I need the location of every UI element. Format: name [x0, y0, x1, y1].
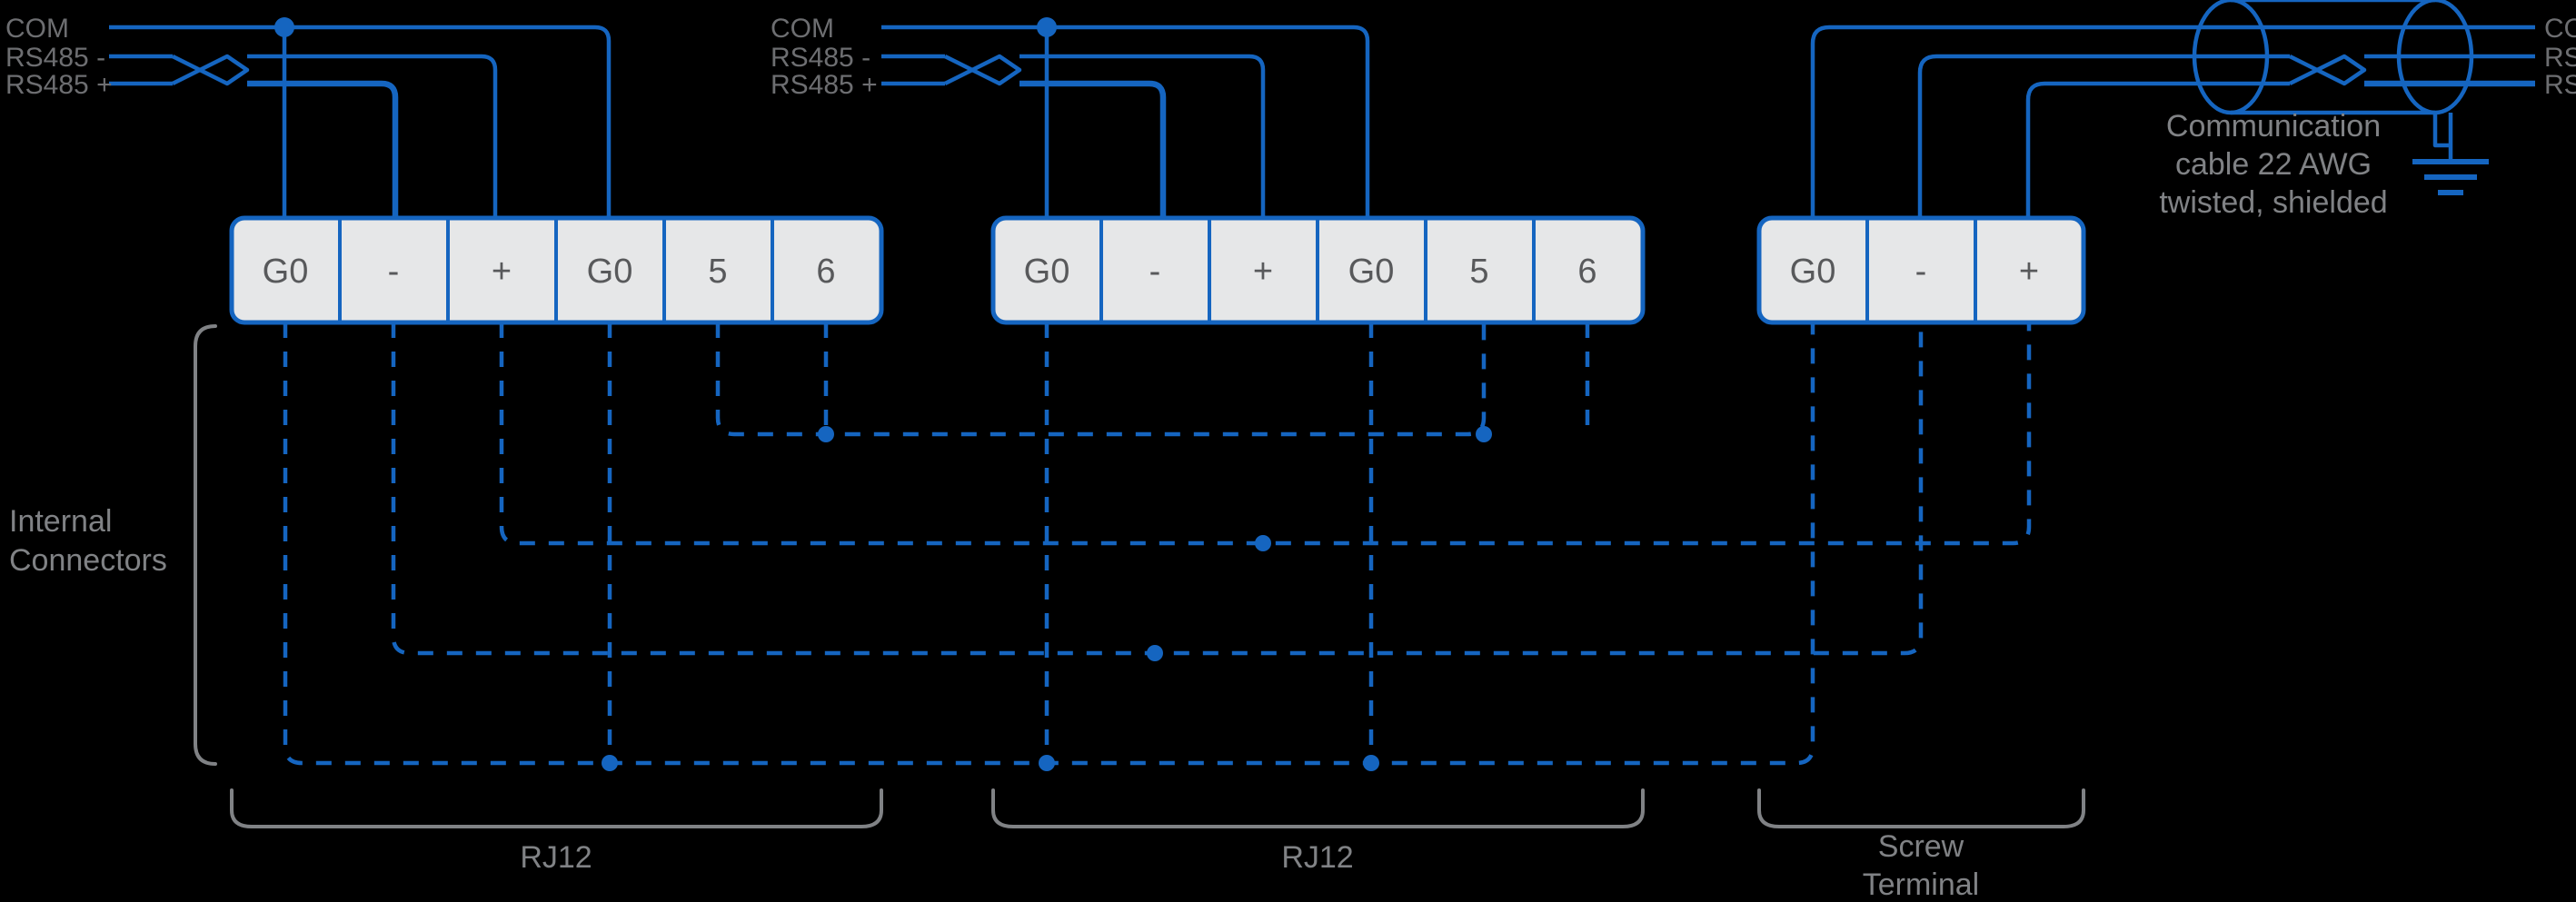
signal-label-com-1: COM — [5, 14, 69, 44]
signal-label-rs485minus-2: RS485 - — [771, 43, 870, 73]
terminal-pin-label: + — [2019, 253, 2039, 291]
brace-rj12-1 — [230, 788, 883, 828]
group-brace-2: RJ12 — [991, 788, 1645, 875]
internal-connectors-brace-group: Internal Connectors — [9, 324, 217, 766]
wire-rs485plus-3 — [2025, 81, 2231, 218]
twisted-pair-cross-icon-2 — [943, 54, 1022, 86]
terminal-pin-label: + — [492, 253, 512, 291]
terminal-pin-label: - — [1149, 253, 1161, 291]
wire-com-3 — [1810, 25, 2231, 218]
group-brace-1: RJ12 — [230, 788, 883, 875]
cable-note-line1: Communication — [2166, 109, 2381, 144]
terminal-block-3[interactable]: G0 - + — [1756, 215, 2086, 325]
signal-label-com-2: COM — [771, 14, 834, 44]
cable-note-line2: cable 22 AWG — [2175, 147, 2372, 182]
brace-screw-terminal — [1757, 788, 2085, 828]
wire-rs485plus-1-out — [247, 80, 399, 218]
twisted-pair-cross-icon-1 — [171, 54, 250, 86]
internal-connectors-brace — [194, 324, 217, 766]
wire-junction-dot-icon-2 — [1037, 17, 1057, 37]
terminal-pin-label: G0 — [1348, 253, 1395, 291]
terminal-pin-label: 5 — [708, 253, 727, 291]
wire-com-1 — [109, 25, 612, 218]
dashed-bus-5to6-left — [715, 322, 1487, 437]
signal-labels-right: COM RS485 - RS485 + — [2544, 14, 2576, 100]
wire-group-1 — [109, 17, 612, 218]
group-label-screw-line2: Terminal — [1863, 867, 1979, 902]
signal-label-rs485plus-2: RS485 + — [771, 70, 878, 100]
terminal-pin-label: - — [1915, 253, 1927, 291]
terminal-block-3-body — [1756, 215, 2086, 325]
group-brace-3: Screw Terminal — [1757, 788, 2085, 902]
terminal-pin-label: G0 — [587, 253, 633, 291]
wire-rs485minus-1-out — [247, 54, 498, 218]
group-label-rj12-2: RJ12 — [1281, 840, 1353, 875]
internal-connections — [283, 322, 2032, 771]
signal-label-rs485minus-1: RS485 - — [5, 43, 105, 73]
dashed-bus-plus — [499, 322, 2032, 546]
cable-note-line3: twisted, shielded — [2159, 185, 2387, 220]
terminal-pin-label: 6 — [1577, 253, 1596, 291]
signal-label-rs485plus-right: RS485 + — [2544, 70, 2576, 100]
terminal-pin-label: G0 — [263, 253, 309, 291]
dashed-bus-minus — [391, 322, 1924, 656]
wire-rs485minus-3 — [1917, 54, 2231, 218]
wire-rs485minus-2-out — [1019, 54, 1266, 218]
signal-label-rs485plus-1: RS485 + — [5, 70, 113, 100]
wire-com-2 — [881, 25, 1370, 218]
terminal-pin-label: + — [1253, 253, 1273, 291]
terminal-block-2[interactable]: G0 - + G0 5 6 — [990, 215, 1646, 325]
wire-junction-dot-icon-busA-1 — [818, 426, 834, 442]
brace-rj12-2 — [991, 788, 1645, 828]
wire-junction-dot-icon-busC — [1147, 645, 1163, 661]
wire-junction-dot-icon-busA-2 — [1476, 426, 1492, 442]
terminal-pin-label: G0 — [1024, 253, 1070, 291]
wire-junction-dot-icon-busB — [1255, 535, 1271, 551]
wire-rs485plus-2-out — [1019, 80, 1167, 218]
terminal-block-1[interactable]: G0 - + G0 5 6 — [229, 215, 884, 325]
twisted-pair-cross-icon-3 — [2288, 54, 2367, 86]
wire-junction-dot-icon-busD-2 — [1039, 755, 1055, 771]
terminal-pin-label: 5 — [1469, 253, 1488, 291]
wire-junction-dot-icon-busD-3 — [1363, 755, 1379, 771]
wire-junction-dot-icon-1 — [274, 17, 294, 37]
group-label-rj12-1: RJ12 — [520, 840, 592, 875]
earth-ground-icon — [2412, 159, 2489, 195]
signal-label-rs485minus-right: RS485 - — [2544, 43, 2576, 73]
wire-junction-dot-icon-busD-1 — [602, 755, 618, 771]
terminal-pin-label: 6 — [816, 253, 835, 291]
cable-note: Communication cable 22 AWG twisted, shie… — [2159, 109, 2387, 220]
signal-label-com-right: COM — [2544, 14, 2576, 44]
signal-labels-left-2: COM RS485 - RS485 + — [771, 14, 878, 100]
wire-group-2 — [881, 17, 1370, 218]
internal-connectors-label-line2: Connectors — [9, 543, 167, 578]
wire-group-3 — [1810, 0, 2535, 218]
internal-connectors-label-line1: Internal — [9, 504, 112, 539]
signal-labels-left-1: COM RS485 - RS485 + — [5, 14, 113, 100]
group-label-screw-line1: Screw — [1878, 829, 1964, 864]
wire-shield-drain — [2432, 113, 2451, 148]
terminal-pin-label: - — [388, 253, 400, 291]
terminal-pin-label: G0 — [1790, 253, 1836, 291]
